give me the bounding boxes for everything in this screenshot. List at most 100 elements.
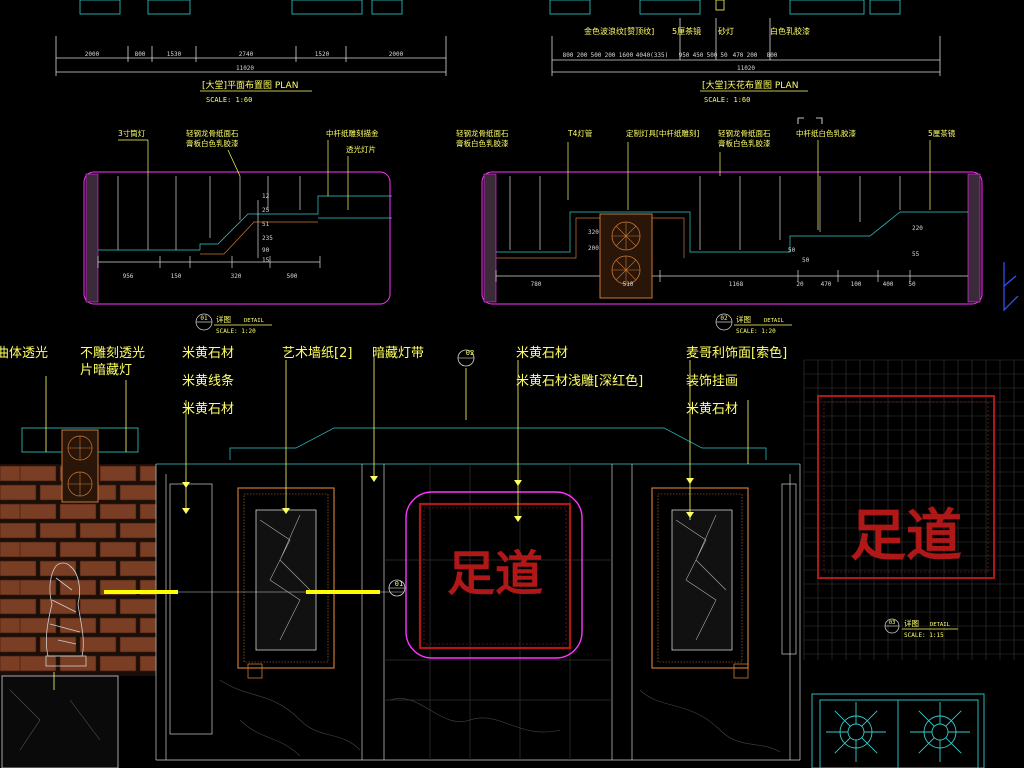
detail-02-label: 5厘茶镜 — [928, 128, 956, 138]
lattice-spoke — [861, 710, 878, 727]
stone-veining — [219, 679, 781, 757]
ceiling-note: 5厘茶镜 — [672, 26, 701, 36]
center-calligraphy-panel: 足道 — [405, 491, 583, 659]
detail-02-dim-v: 200 — [588, 245, 599, 252]
floor-plan-dim: 2740 — [239, 51, 254, 58]
detail-02-dim-h: 20 — [796, 281, 804, 288]
ceiling-plan-dim: 800 — [767, 52, 778, 59]
detail-02-dim-h: 100 — [851, 281, 862, 288]
lattice-spoke — [861, 737, 878, 754]
brick — [0, 522, 37, 539]
label-hidden-light-strip: 暗藏灯带 — [372, 346, 424, 361]
detail-03-tag-number: 03 — [889, 620, 896, 626]
detail-03: 足道 03 详图 DETAIL SCALE: 1:15 — [803, 359, 1024, 768]
detail-01-tag-en: DETAIL — [244, 318, 265, 324]
lattice-spoke — [834, 737, 851, 754]
lattice-inner — [819, 699, 979, 768]
brick — [0, 598, 37, 615]
ceiling-plan-dim: 500 — [591, 52, 602, 59]
highlight-bar-mid — [306, 590, 380, 594]
brick — [99, 465, 137, 482]
brick — [39, 598, 77, 615]
detail-03-bg — [804, 360, 1024, 660]
detail-02-tag-en: DETAIL — [764, 318, 785, 324]
plan-strip — [55, 0, 941, 92]
brick — [79, 522, 117, 539]
detail-03-grid — [803, 359, 1024, 660]
label-beige-stone-carving: 米黄石材浅雕[深红色] — [516, 373, 643, 389]
floor-plan-dim: 800 — [135, 51, 146, 58]
ceiling-plan-dim: 1600 — [619, 52, 634, 59]
floor-plan-title: [大堂]平面布置图 PLAN — [202, 79, 298, 91]
brick — [19, 655, 57, 672]
detail-01-dim-v: 25 — [262, 207, 270, 214]
lattice-spoke — [918, 737, 935, 754]
ceiling-plan-dim: 450 — [693, 52, 704, 59]
detail-03-tag-en: DETAIL — [930, 622, 951, 628]
brick — [59, 617, 97, 634]
detail-02-dim-h: 1168 — [729, 281, 744, 288]
detail-02-label: 轻钢龙骨纸面石 — [718, 128, 771, 138]
detail-03-tag: 03 详图 DETAIL SCALE: 1:15 — [884, 618, 958, 639]
detail-02-tag-scale: SCALE: 1:20 — [736, 328, 776, 335]
brick — [119, 484, 157, 501]
detail-02-label: 膏板白色乳胶漆 — [456, 138, 509, 148]
decor-panel-right — [651, 487, 749, 679]
detail-02-dim-h: 400 — [883, 281, 894, 288]
floor-plan-dim: 2000 — [389, 51, 404, 58]
label-unbacklit-2: 片暗藏灯 — [80, 363, 132, 378]
detail-02-wall-right — [967, 173, 981, 303]
detail-01-wall — [85, 173, 99, 303]
label-unbacklit-1: 不雕刻透光 — [80, 346, 145, 361]
detail-03-tag-scale: SCALE: 1:15 — [904, 632, 944, 639]
brick — [139, 617, 157, 634]
brick — [19, 465, 57, 482]
elevation: 足道 — [0, 345, 801, 768]
brick — [59, 541, 97, 558]
detail-02-dim-v: 220 — [912, 225, 923, 232]
brick — [59, 503, 97, 520]
ceiling-note: 砂灯 — [718, 26, 734, 36]
detail-03-calligraphy: 足道 — [850, 504, 962, 569]
brick — [19, 617, 57, 634]
detail-01-dim-h: 320 — [231, 273, 242, 280]
label-art-wallpaper: 艺术墙纸[2] — [282, 346, 352, 361]
ceiling-plan-dim: 500 — [707, 52, 718, 59]
brick — [19, 541, 57, 558]
lattice-frame — [811, 693, 985, 768]
detail-01-label: 膏板白色乳胶漆 — [186, 138, 239, 148]
ceiling-plan-scale: SCALE: 1:60 — [704, 96, 750, 104]
brick — [99, 541, 137, 558]
detail-01-label: 透光灯片 — [346, 144, 376, 154]
brick — [139, 541, 157, 558]
floor-plan-total-dim: 11020 — [236, 65, 254, 72]
detail-01-dim-v: 90 — [262, 247, 270, 254]
detail-01-tag-scale: SCALE: 1:20 — [216, 328, 256, 335]
detail-02-dim-v: 50 — [802, 257, 810, 264]
brick — [19, 503, 57, 520]
elevation-marker-02-label: 02 — [466, 349, 474, 357]
lattice-rosette-core — [931, 723, 949, 741]
brick — [119, 522, 157, 539]
lattice-spoke — [945, 710, 962, 727]
brick — [59, 579, 97, 596]
decor-panel-left — [237, 487, 335, 679]
floor-plan-scale: SCALE: 1:60 — [206, 96, 252, 104]
ceiling-note: 金色波浪纹[赞顶纹] — [584, 26, 654, 36]
detail-01-dim-v: 235 — [262, 235, 273, 242]
brick — [79, 560, 117, 577]
detail-02-label: 定制灯具[中杆纸雕刻] — [626, 128, 699, 138]
lattice-rosette-core — [847, 723, 865, 741]
detail-02-dim-h: 50 — [908, 281, 916, 288]
brick — [19, 579, 57, 596]
brick — [39, 636, 77, 653]
ceiling-plan-dim: 200 — [747, 52, 758, 59]
detail-01-dim-v: 15 — [262, 257, 270, 264]
brick — [59, 655, 97, 672]
lattice-spoke — [834, 710, 851, 727]
ceiling-plan-dim: 50 — [720, 52, 728, 59]
ceiling-plan-title: [大堂]天花布置图 PLAN — [702, 79, 798, 91]
detail-02-frame — [481, 171, 983, 305]
